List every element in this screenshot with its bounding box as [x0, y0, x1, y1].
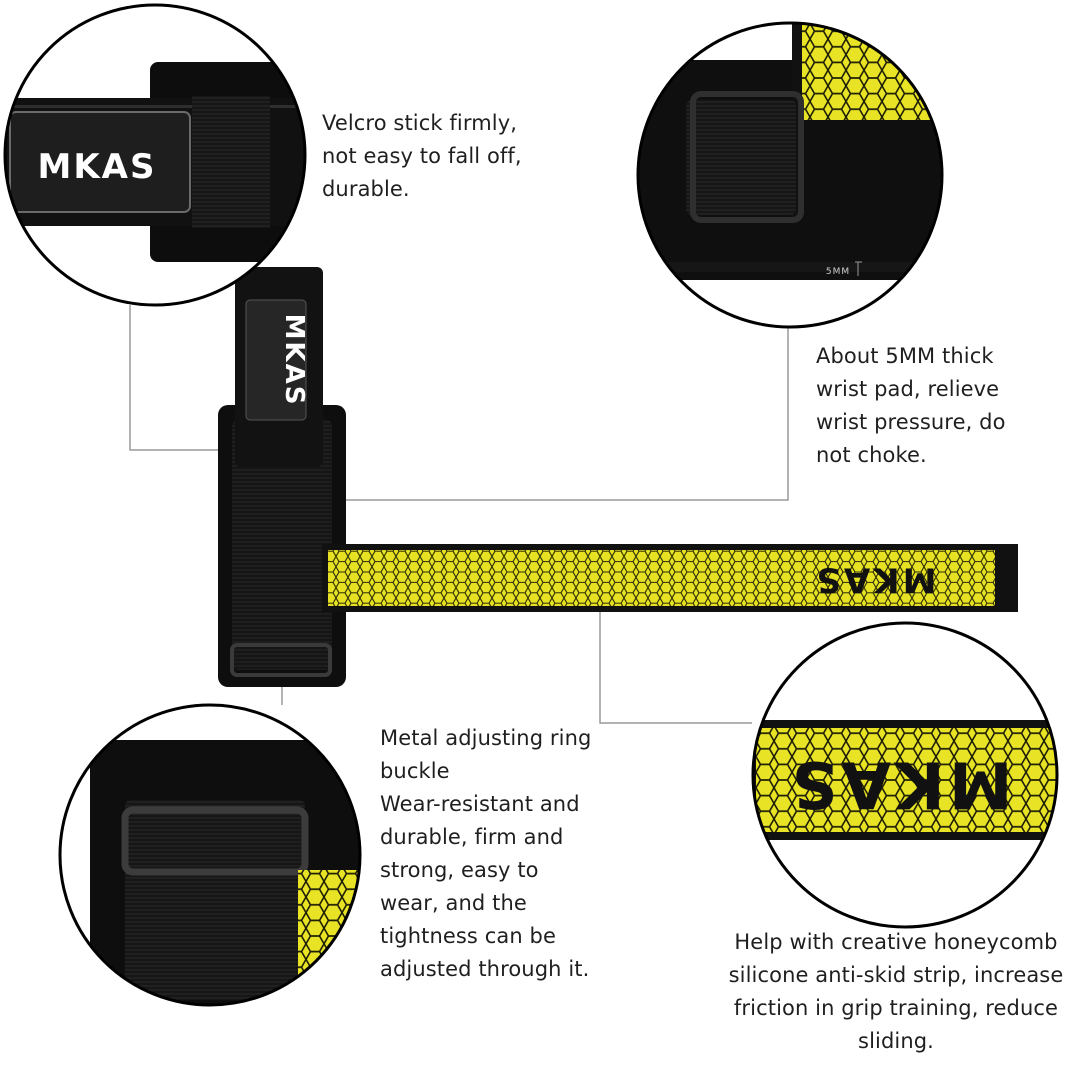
logo-text-vertical-tab: MKAS [279, 314, 309, 407]
detail-circle-pad [638, 23, 942, 327]
logo-text-velcro-circle: MKAS [38, 147, 157, 187]
leader-line-velcro [129, 305, 248, 451]
wrist-strap-product [218, 267, 1018, 687]
detail-circle-velcro [5, 5, 305, 305]
thickness-marker: 5MM [826, 267, 850, 277]
metal-buckle-small [230, 643, 332, 677]
detail-circle-honeycomb [753, 623, 1057, 927]
logo-label [9, 111, 191, 213]
callout-velcro: Velcro stick firmly, not easy to fall of… [322, 111, 522, 201]
leader-line-pad [335, 320, 789, 501]
metal-ring-buckle [121, 806, 309, 876]
callout-buckle: Metal adjusting ring buckle Wear-resista… [380, 726, 592, 981]
leader-line-silicone [599, 570, 752, 724]
callout-silicone: Help with creative honeycomb silicone an… [728, 930, 1064, 1053]
detail-circle-buckle [60, 705, 360, 1005]
logo-text-honeycomb-circle: MKAS [788, 746, 1013, 820]
honeycomb-strip [325, 547, 1015, 609]
callout-pad: About 5MM thick wrist pad, relieve wrist… [816, 344, 1006, 467]
logo-label-vertical [245, 299, 307, 421]
metal-buckle-detail [690, 91, 804, 223]
logo-text-strip: MKAS [814, 560, 937, 600]
